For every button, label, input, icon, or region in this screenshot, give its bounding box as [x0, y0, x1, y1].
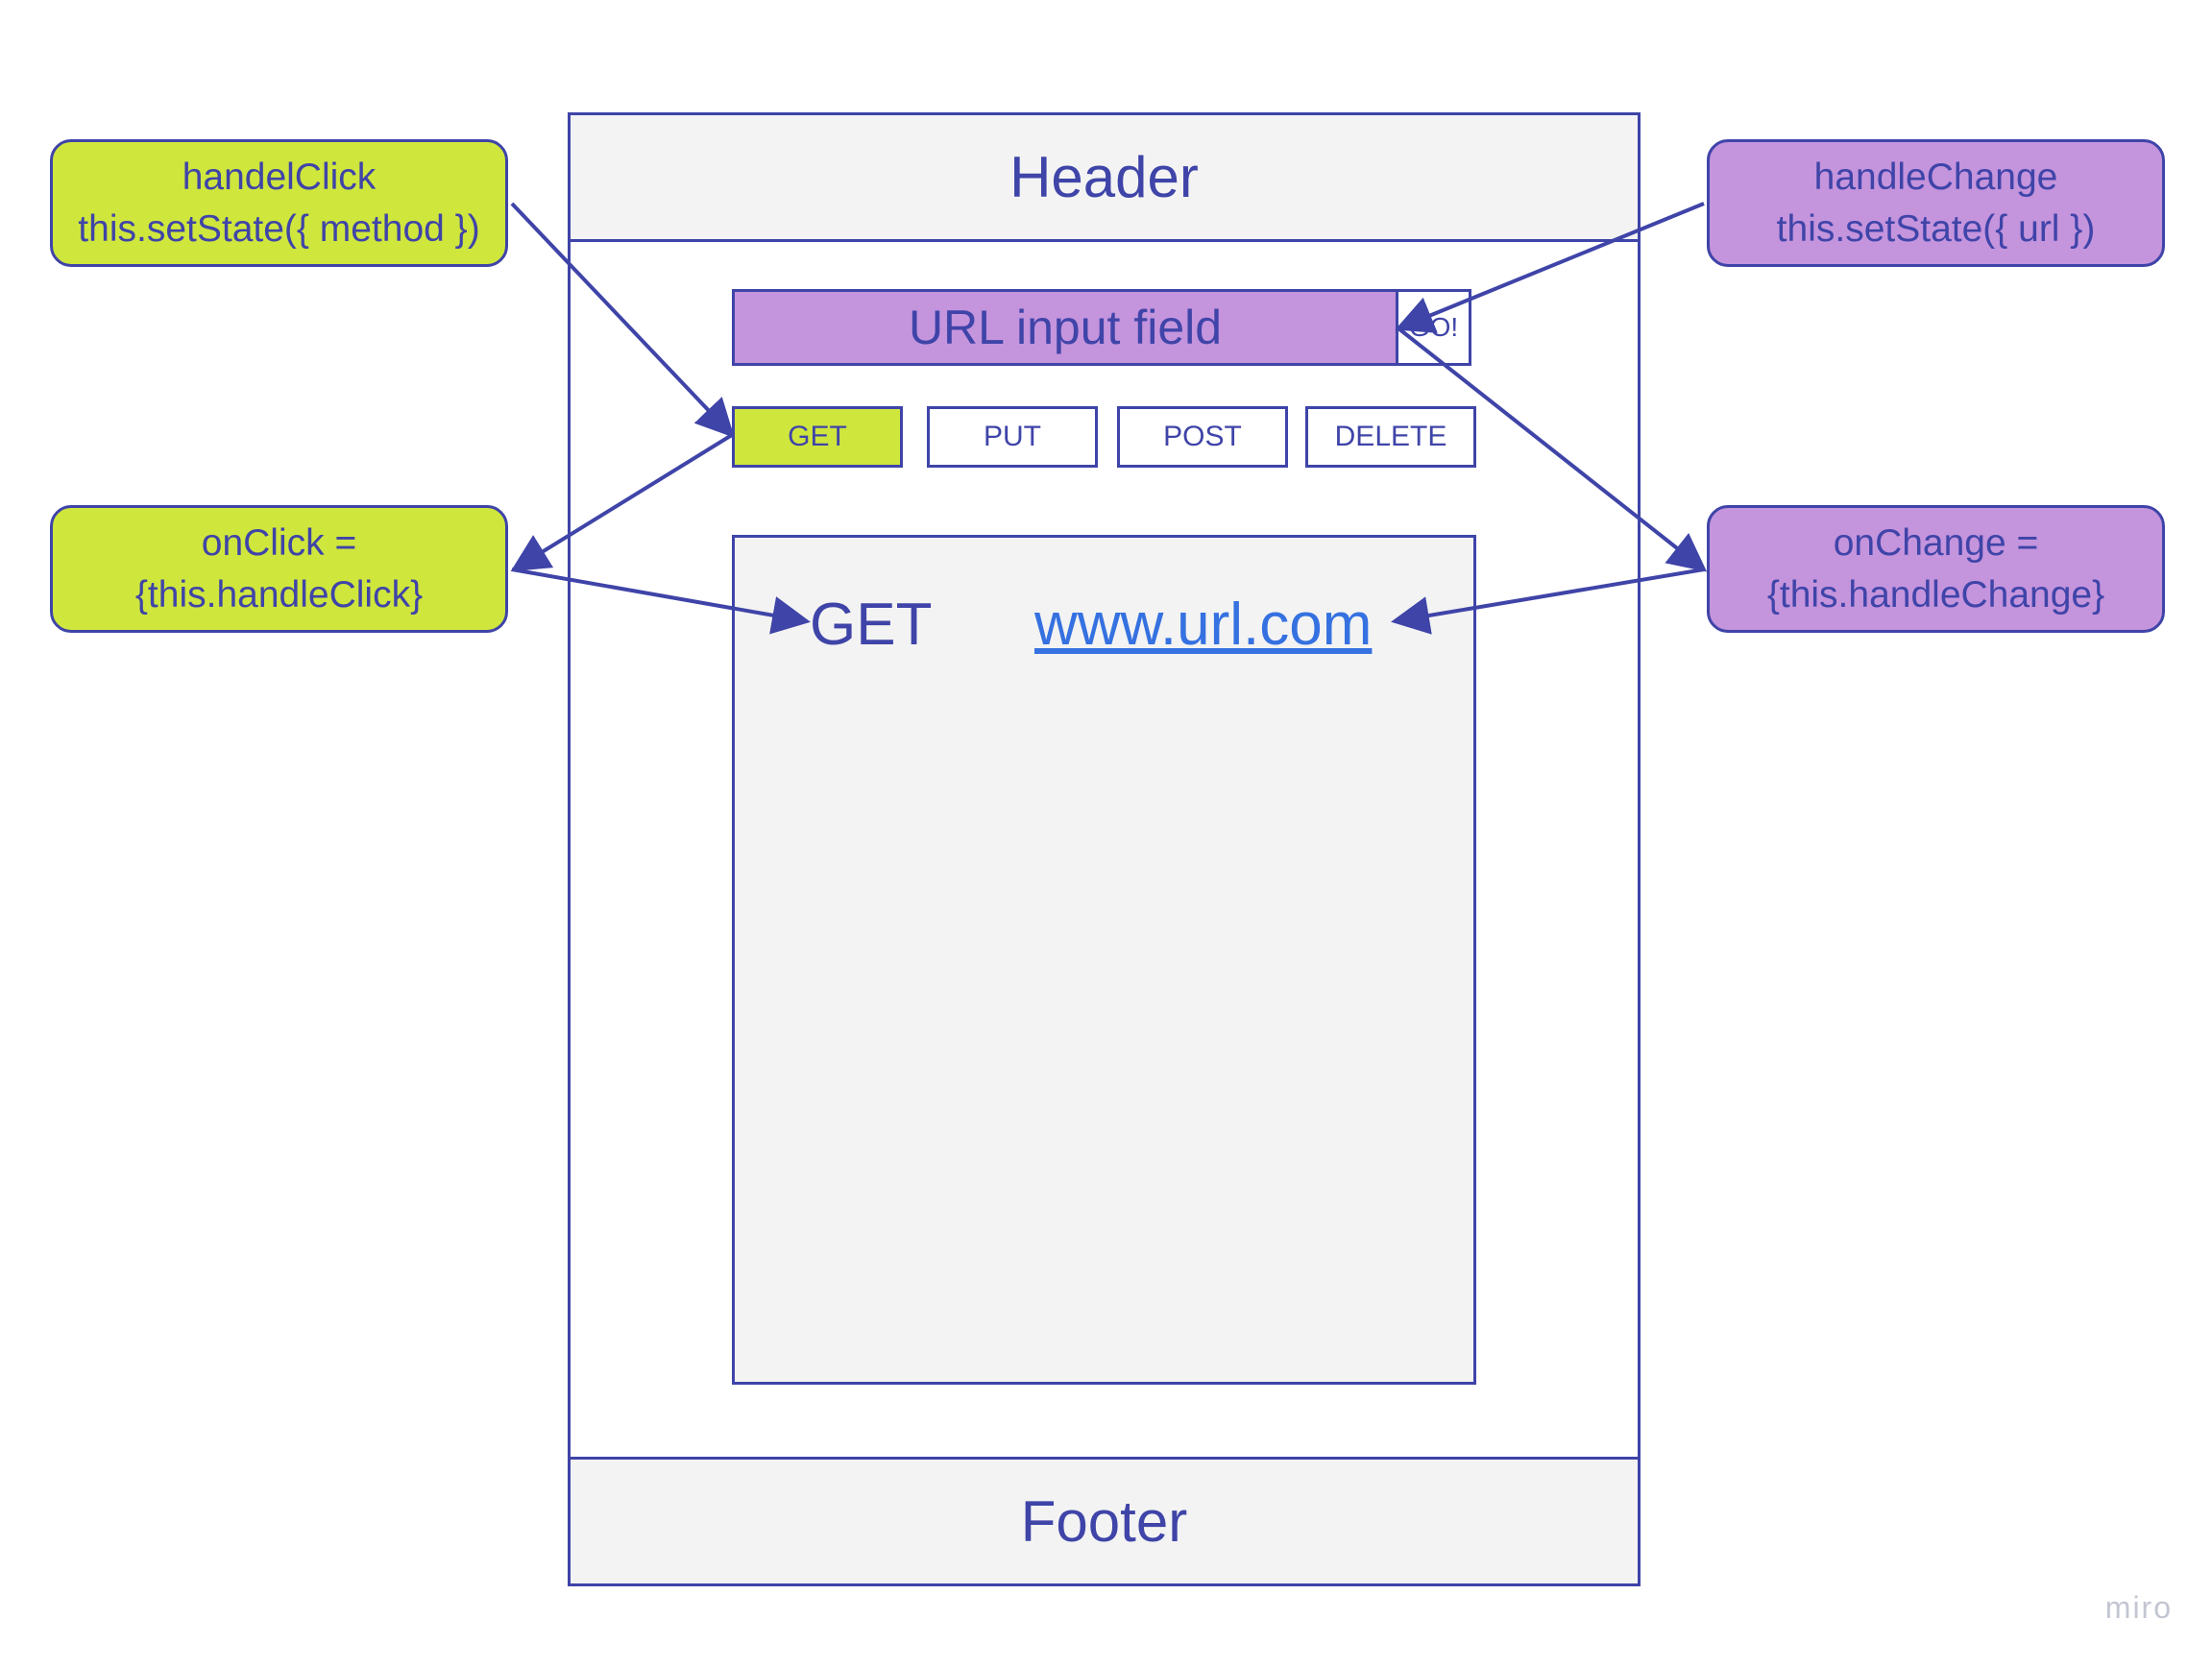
handelclick-note-code: this.setState({ method })	[78, 207, 480, 250]
arrow-handelclick-to-get	[510, 202, 735, 438]
post-method-button[interactable]: POST	[1117, 406, 1288, 468]
post-button-label: POST	[1163, 421, 1242, 452]
onchange-note-title: onChange =	[1833, 521, 2039, 564]
footer-label: Footer	[1020, 1489, 1188, 1554]
onclick-note-title: onClick =	[201, 521, 357, 564]
handlechange-note-code: this.setState({ url })	[1776, 207, 2096, 250]
put-button-label: PUT	[984, 421, 1041, 452]
result-method-text: GET	[810, 591, 933, 658]
arrow-onchange-to-result-url	[1391, 568, 1705, 635]
arrow-input-to-onchange	[1397, 326, 1708, 572]
arrow-onclick-to-result-method	[511, 568, 811, 635]
handlechange-note-title: handleChange	[1813, 156, 2058, 198]
handelclick-note: handelClick this.setState({ method })	[50, 139, 508, 267]
footer-section: Footer	[568, 1457, 1641, 1586]
get-button-label: GET	[788, 421, 847, 452]
onchange-note-code: {this.handleChange}	[1766, 573, 2105, 616]
url-input-field[interactable]: URL input field	[732, 289, 1398, 366]
header-label: Header	[1009, 145, 1199, 209]
arrow-get-to-onclick	[510, 433, 734, 572]
onclick-note: onClick = {this.handleClick}	[50, 505, 508, 633]
result-url-link[interactable]: www.url.com	[1034, 591, 1373, 658]
results-panel	[732, 535, 1476, 1385]
miro-watermark: miro	[2104, 1590, 2173, 1625]
onchange-note: onChange = {this.handleChange}	[1707, 505, 2165, 633]
delete-button-label: DELETE	[1334, 421, 1447, 452]
put-method-button[interactable]: PUT	[927, 406, 1098, 468]
url-input-label: URL input field	[908, 301, 1223, 354]
delete-method-button[interactable]: DELETE	[1305, 406, 1476, 468]
header-section: Header	[568, 112, 1641, 242]
handlechange-note: handleChange this.setState({ url })	[1707, 139, 2165, 267]
onclick-note-code: {this.handleClick}	[134, 573, 424, 616]
arrow-handlechange-to-input	[1395, 202, 1705, 333]
handelclick-note-title: handelClick	[182, 156, 377, 198]
